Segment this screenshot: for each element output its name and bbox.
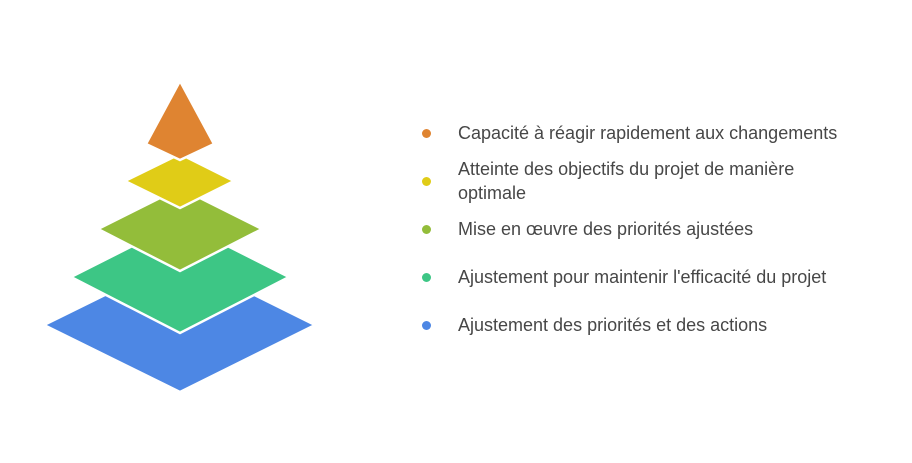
legend-label: Ajustement pour maintenir l'efficacité d… bbox=[458, 267, 827, 287]
legend-dot-yellow-icon bbox=[422, 176, 431, 186]
legend-dot-blue-icon bbox=[422, 320, 431, 330]
legend-label: Mise en œuvre des priorités ajustées bbox=[458, 219, 754, 239]
legend-dot-green-icon bbox=[422, 272, 431, 282]
pyramid-apex bbox=[144, 78, 216, 162]
legend-dot-yellowgreen-icon bbox=[422, 224, 431, 234]
legend-label: Capacité à réagir rapidement aux changem… bbox=[458, 123, 838, 143]
pyramid-layer-3 bbox=[95, 186, 265, 273]
pyramid-layer-4 bbox=[68, 220, 292, 335]
legend-label: Ajustement des priorités et des actions bbox=[458, 315, 768, 335]
legend-dot-orange-icon bbox=[422, 128, 431, 138]
legend-label-line-1: Atteinte des objectifs du projet de mani… bbox=[458, 159, 795, 179]
pyramid-diagram bbox=[41, 78, 318, 394]
pyramid-layer-2 bbox=[122, 152, 237, 210]
legend-label-line-2: optimale bbox=[458, 183, 527, 203]
